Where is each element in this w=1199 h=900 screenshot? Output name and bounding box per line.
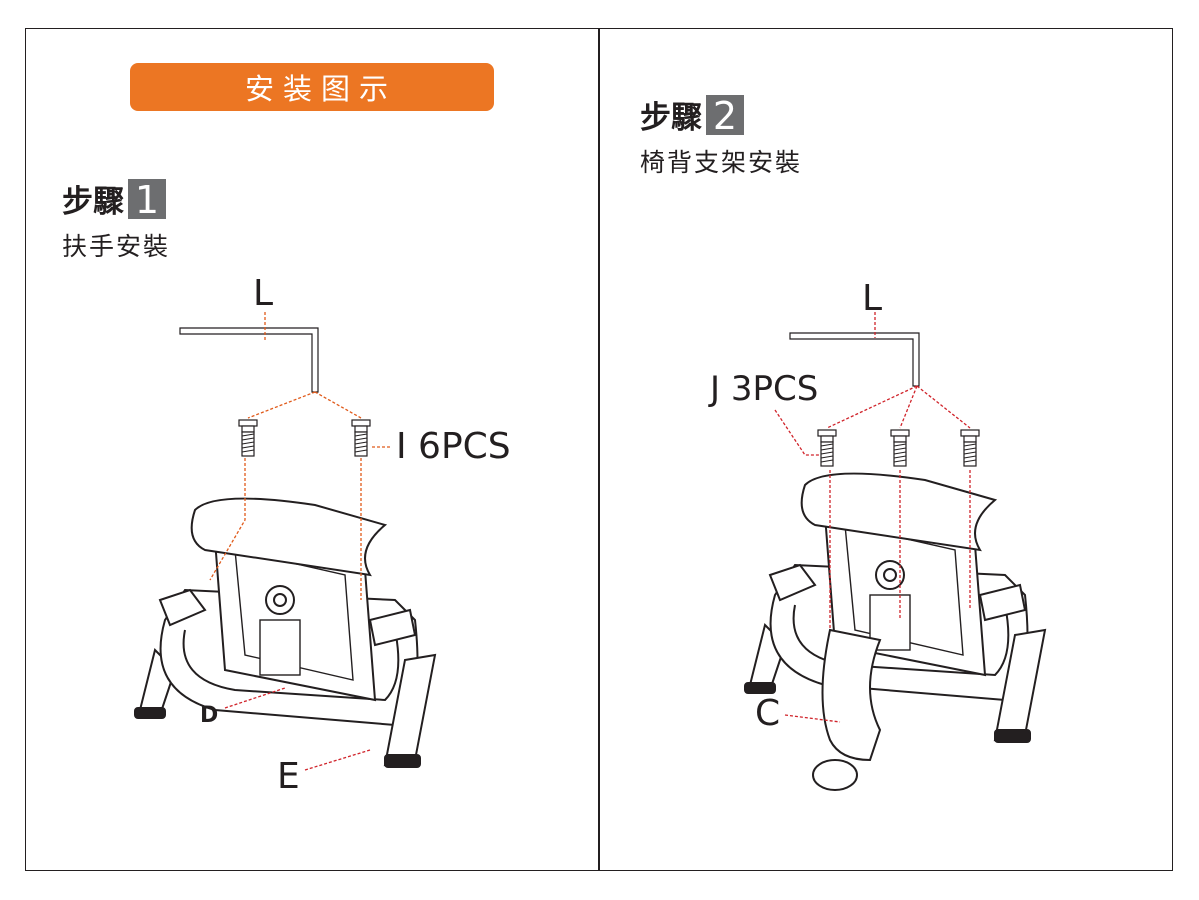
step2-subtitle: 椅背支架安裝	[640, 148, 803, 177]
step1-number: 1	[128, 178, 166, 221]
step1-prefix: 步驟	[62, 184, 124, 220]
armrest-label: D	[200, 703, 218, 728]
panel-divider	[598, 28, 600, 871]
installation-banner: 安装图示	[130, 63, 494, 111]
wrench-label: L	[253, 273, 273, 314]
step2-prefix: 步驟	[640, 100, 702, 136]
screws-label: J 3PCS	[708, 369, 818, 409]
step1-heading: 步驟 1	[62, 176, 166, 221]
step1-subtitle: 扶手安裝	[62, 232, 171, 261]
backrest-bracket	[821, 628, 882, 762]
screw-icon	[238, 419, 258, 457]
step2-heading: 步驟 2	[640, 92, 744, 137]
wrench-label: L	[862, 278, 882, 319]
step1-illustration: L I 6PCS D E	[134, 273, 511, 797]
hex-wrench-2	[789, 332, 920, 387]
screws-label: I 6PCS	[396, 426, 511, 467]
guide-lines	[209, 312, 392, 600]
screw-icon	[351, 419, 371, 457]
step2-number: 2	[706, 94, 744, 137]
hex-wrench-1	[179, 327, 319, 393]
step2-illustration: L J 3PCS C	[708, 278, 1046, 791]
bracket-label: C	[755, 693, 780, 734]
pad-label: E	[277, 756, 300, 797]
